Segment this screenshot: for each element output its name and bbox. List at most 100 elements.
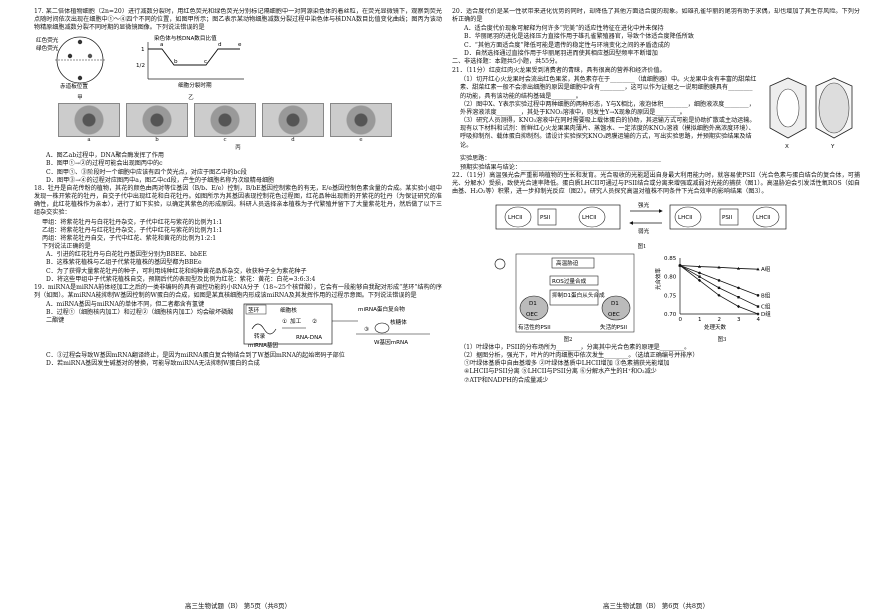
label-heat-stress: 高温胁迫 (556, 259, 579, 267)
caption-yi: 乙 (188, 94, 194, 101)
micrograph-b: b (126, 102, 188, 144)
micrograph-c: c (194, 102, 256, 144)
data-point (737, 295, 740, 298)
position-1 (77, 40, 83, 45)
x-tick-label: 1 (698, 317, 702, 323)
right-lhcii: LHCII (678, 215, 693, 221)
choice-2: ②叶绿体基质中LHCII增加 (539, 360, 613, 368)
label-strong-light: 强光 (638, 201, 650, 209)
q22-part-1: （1）叶绿体中，PSII的分布场所为________，分离其中光合色素的原理是_… (460, 343, 691, 351)
data-point (698, 271, 701, 274)
q17-stem: 17. 某二倍体植物细胞（2n=20）进行减数分裂时，用红色荧光和绿色荧光分别标… (34, 8, 442, 32)
series-label: C组 (761, 302, 771, 310)
label-step-2: ② (312, 318, 317, 325)
q18-option-d: D．将这些甲组中子代紫花植株自交，预期后代的表现型及比例为红花：紫花：黄花：白花… (46, 275, 316, 283)
q19-option-b: B．过程①（细胞核内加工）和过程②（细胞核内加工）均会破坏磷酸二酯键 (46, 309, 234, 325)
data-point (717, 278, 721, 282)
micrograph-e: e (330, 102, 392, 144)
q20-option-d: D．自然选择通过直接作用于华丽尾羽进而使其相应基因型频率不断增加 (464, 49, 658, 57)
caption-fig3: 图3 (717, 336, 727, 343)
label-green: 绿色荧光 (36, 44, 59, 52)
q18-line-4: 下列说法正确的是 (42, 243, 91, 251)
q17-option-a: A．图乙ab过程中，DNA聚合酶发挥了作用 (46, 152, 164, 160)
x-tick-label: 2 (718, 317, 722, 323)
q22-figure-2: 高温胁迫 ROS过量合成 抑制D1蛋白从头合成 D1 OEC D1 OEC 有活… (488, 252, 648, 344)
left-lhcii: LHCII (508, 215, 523, 221)
q21-thinking: 实验思路：___________________________________… (460, 155, 662, 163)
yi-c: c (204, 59, 207, 65)
q19-stem: 19．miRNA是miRNA前体经加工之后的一类非编码的具有调控功能的小RNA分… (34, 283, 442, 299)
data-point (756, 293, 760, 297)
label-inhibit-d1: 抑制D1蛋白从头合成 (552, 291, 605, 299)
left-psii: PSII (540, 215, 551, 221)
q18-stem: 18．牡丹是自花传粉的植物，其花的颜色由两对等位基因（B/b、E/e）控制，B/… (34, 184, 442, 217)
position-2 (67, 54, 73, 59)
choice-7: ⑦ATP和NADPH的合成量减少 (464, 376, 549, 384)
x-axis-label: 处理天数 (704, 323, 727, 331)
data-point (736, 266, 741, 270)
right-d1: D1 (611, 301, 619, 307)
data-point (717, 265, 721, 269)
y-tick-label: 0.85 (664, 256, 677, 262)
data-point (736, 304, 741, 308)
q17-option-c: C．图甲①、③阶段时一个细胞中应该有四个荧光点，对应于图乙中的bc段 (46, 168, 247, 176)
q19-body: A．miRNA基因与miRNA的单体不同，但二者都含有氢键 B．过程①（细胞核内… (34, 301, 442, 352)
q20-option-a: A．适合度代价现象可解释为何许多“完美”的适应性特征在进化中并未保持 (464, 25, 664, 33)
nucleus-box (243, 303, 333, 345)
q19-options: A．miRNA基因与miRNA的单体不同，但二者都含有氢键 B．过程①（细胞核内… (34, 301, 234, 325)
label-inactive-psii: 失活的PSII (600, 323, 627, 331)
label-active-psii: 有活性的PSII (518, 323, 551, 331)
choice-3: ③色素捕获光能增加 (614, 360, 670, 368)
data-point (756, 311, 760, 316)
series-line (679, 264, 759, 307)
label-step-3: ③ (364, 326, 369, 333)
right-psii: PSII (722, 215, 733, 221)
yi-d: d (218, 42, 222, 48)
right-column: 20．适合度代价是某一性状带来进化优势的同时，却降低了其他方面适合度的现象。如雄… (452, 8, 860, 596)
q18-option-b: B．这株紫花植株与乙组子代紫花植株的基因型都为BBEe (46, 259, 202, 267)
label-rna-dna: RNA-DNA (296, 335, 322, 341)
data-point (756, 267, 760, 270)
q17-figure-yi: 染色体与核DNA数目比值 1 1/2 a b c d e 细胞分裂时期 乙 (132, 33, 250, 101)
q18-line-2: 乙组：将紫花牡丹与红花牡丹杂交，子代中红花与紫花的比例为1:1 (42, 226, 223, 234)
label-w-mrna: W基因mRNA (374, 338, 408, 346)
label-stem-loop: 茎环 (248, 306, 260, 314)
data-point (678, 263, 682, 267)
yi-a: a (160, 42, 163, 48)
label-weak-light: 弱光 (638, 227, 650, 235)
q22-stem: 22．（11分）高温强光会严重影响植物的生长和发育。光合吸收的光能超出自身最大利… (452, 171, 860, 196)
cell-diagram: 红色荧光 绿色荧光 赤道板位置 (36, 36, 105, 90)
x-tick-label: 0 (679, 317, 683, 323)
label-equator: 赤道板位置 (60, 82, 88, 90)
q22-figure-1: LHCII PSII LHCII 强光 弱光 LHCII PSII LHCII … (452, 197, 860, 251)
left-oec: OEC (526, 312, 538, 318)
choice-4: ④LHCII与PSII分离 (464, 368, 520, 376)
q21-body: （1）切开红心火龙果时会流出红色果浆，其色素存在于________（填细胞器）中… (452, 76, 860, 155)
label-step-1: ① (282, 318, 287, 325)
q21-stem: 21．（11分）红皮红肉火龙果受到消费者的青睐，具有很高的营养和经济价值。 (452, 67, 666, 75)
data-point (717, 286, 721, 289)
lhcii-psii-diagram: LHCII PSII LHCII 强光 弱光 LHCII PSII LHCII (495, 201, 787, 235)
left-lhcii-2: LHCII (582, 215, 597, 221)
q18-line-3: 丙组：将紫花牡丹自交，子代中红花、紫花和黄花的比例为1:2:1 (42, 234, 217, 242)
series-label: A组 (761, 265, 771, 273)
yi-title: 染色体与核DNA数目比值 (154, 34, 217, 42)
q19-option-d: D．若miRNA基因发生碱基对的替换，可能导致miRNA无法抑制W蛋白的合成 (46, 360, 260, 368)
series-label: D组 (761, 310, 771, 318)
label-nucleus: 细胞核 (280, 306, 297, 314)
data-point (698, 275, 701, 278)
data-point (737, 286, 740, 289)
label-ribosome: 核糖体 (390, 318, 407, 326)
micrograph-a: a (58, 102, 120, 144)
q18-option-a: A．引进的红花牡丹与白花牡丹基因型分别为BBEE、bbEE (46, 251, 207, 259)
right-oec: OEC (608, 312, 620, 318)
q17-option-b: B．图甲①→②的过程可能会出现图丙中的c (46, 160, 163, 168)
yi-e: e (238, 42, 242, 48)
data-point (756, 304, 760, 308)
x-tick-label: 3 (737, 317, 741, 323)
q17-figure-bing: a b c d e (34, 102, 442, 144)
label-processing: 加工 (290, 317, 302, 325)
footer-page-5: 高三生物试题（B） 第5页（共8页） (184, 602, 292, 611)
position-3 (87, 54, 93, 59)
